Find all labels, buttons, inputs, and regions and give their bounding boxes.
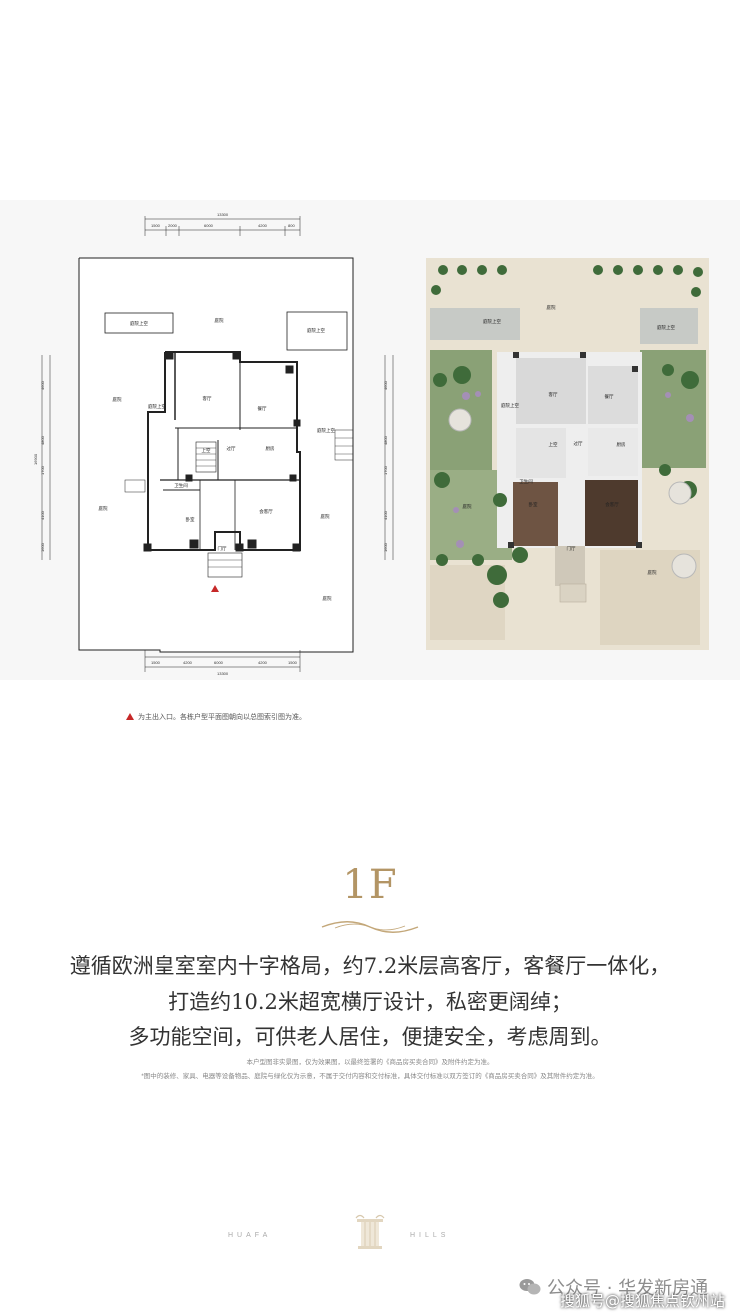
svg-text:1500: 1500	[288, 660, 298, 665]
svg-text:卧室: 卧室	[529, 501, 538, 508]
plan-dimensions: 13300 1500 2000 6000 4200 800 1500 4200 …	[33, 212, 388, 676]
svg-text:庭院上空: 庭院上空	[307, 327, 325, 334]
svg-text:4100: 4100	[40, 510, 45, 520]
description-line-2: 打造约10.2米超宽横厅设计，私密更阔绰；	[168, 990, 572, 1014]
svg-text:4200: 4200	[258, 223, 268, 228]
svg-text:800: 800	[288, 223, 295, 228]
svg-text:4200: 4200	[258, 660, 268, 665]
svg-text:2000: 2000	[168, 223, 178, 228]
svg-text:庭院上空: 庭院上空	[483, 318, 501, 325]
svg-text:庭院: 庭院	[547, 304, 556, 311]
svg-text:会客厅: 会客厅	[259, 508, 273, 515]
svg-text:庭院上空: 庭院上空	[501, 402, 519, 409]
floor-label: 1F	[342, 862, 398, 908]
svg-text:1500: 1500	[151, 223, 161, 228]
svg-text:1600: 1600	[383, 542, 388, 552]
svg-text:过厅: 过厅	[227, 445, 236, 452]
svg-text:4200: 4200	[183, 660, 193, 665]
svg-text:庭院上空: 庭院上空	[130, 320, 148, 327]
svg-text:庭院: 庭院	[321, 513, 330, 520]
svg-text:庭院: 庭院	[99, 505, 108, 512]
svg-text:4800: 4800	[383, 435, 388, 445]
flourish-ornament-icon	[320, 918, 420, 936]
svg-text:客厅: 客厅	[549, 391, 558, 398]
svg-text:6000: 6000	[204, 223, 214, 228]
svg-text:厨房: 厨房	[617, 441, 626, 448]
svg-text:门厅: 门厅	[218, 545, 227, 552]
red-triangle-icon	[126, 713, 134, 720]
svg-text:厨房: 厨房	[266, 445, 275, 452]
floor-plan-area: 13300 1500 2000 6000 4200 800 1500 4200 …	[0, 180, 740, 720]
color-floor-plan	[426, 258, 709, 650]
entrance-marker-icon	[211, 585, 219, 592]
svg-text:庭院上空: 庭院上空	[148, 403, 166, 410]
brand-right: HILLS	[410, 1232, 450, 1239]
render-labels: 庭院 庭院上空 庭院上空 客厅 餐厅 上空 过厅 厨房 卫生间 卧室 会客厅 门…	[463, 304, 676, 576]
svg-text:门厅: 门厅	[567, 545, 576, 552]
svg-text:4100: 4100	[383, 510, 388, 520]
svg-text:过厅: 过厅	[574, 440, 583, 447]
description-line-3: 多功能空间，可供老人居住，便捷安全，考虑周到。	[128, 1025, 612, 1049]
svg-text:13300: 13300	[217, 671, 229, 676]
svg-text:卫生间: 卫生间	[174, 482, 188, 489]
watermark-account: 公众号 · 华发新房通	[519, 1274, 708, 1300]
entrance-note: 为主出入口。各栋户型平面图朝向以总图索引图为准。	[126, 712, 306, 722]
disclaimer-line-1: 本户型图非实景图，仅为效果图，以最终签署的《商品房买卖合同》及附件约定为准。	[246, 1059, 494, 1066]
svg-text:上空: 上空	[202, 447, 211, 453]
svg-text:4800: 4800	[40, 435, 45, 445]
svg-text:餐厅: 餐厅	[605, 393, 614, 400]
brand-left: HUAFA	[228, 1232, 272, 1239]
svg-text:16900: 16900	[33, 453, 38, 465]
svg-text:庭院上空: 庭院上空	[317, 427, 335, 434]
svg-text:卫生间: 卫生间	[519, 478, 533, 485]
wechat-icon	[519, 1279, 541, 1295]
line-floor-plan	[41, 216, 394, 672]
svg-text:1500: 1500	[151, 660, 161, 665]
disclaimer-line-2: *图中的装修、家具、电器等设备物品、庭院与绿化仅为示意，不属于交付内容和交付标准…	[141, 1073, 599, 1080]
watermark-site: 搜狐号@搜狐焦点钦州站	[560, 1292, 726, 1310]
svg-text:13300: 13300	[217, 212, 229, 217]
svg-text:4600: 4600	[40, 380, 45, 390]
svg-text:会客厅: 会客厅	[605, 501, 619, 508]
svg-text:上空: 上空	[549, 441, 558, 447]
column-logo-icon	[352, 1212, 388, 1250]
svg-text:1700: 1700	[383, 465, 388, 475]
svg-text:庭院: 庭院	[463, 503, 472, 510]
svg-text:客厅: 客厅	[203, 395, 212, 402]
svg-text:1700: 1700	[40, 465, 45, 475]
svg-text:6000: 6000	[214, 660, 224, 665]
svg-text:庭院: 庭院	[215, 317, 224, 324]
svg-text:庭院: 庭院	[323, 595, 332, 602]
svg-text:餐厅: 餐厅	[258, 405, 267, 412]
svg-text:4600: 4600	[383, 380, 388, 390]
svg-text:1600: 1600	[40, 542, 45, 552]
line-plan-labels: 庭院 庭院上空 庭院上空 庭院 庭院 庭院 庭院 客厅 餐厅 上空 过厅 厨房 …	[99, 317, 336, 602]
svg-text:庭院上空: 庭院上空	[657, 324, 675, 331]
svg-text:庭院: 庭院	[113, 396, 122, 403]
svg-text:庭院: 庭院	[648, 569, 657, 576]
description-line-1: 遵循欧洲皇室室内十字格局，约7.2米层高客厅，客餐厅一体化，	[69, 954, 671, 978]
svg-text:卧室: 卧室	[186, 516, 195, 523]
